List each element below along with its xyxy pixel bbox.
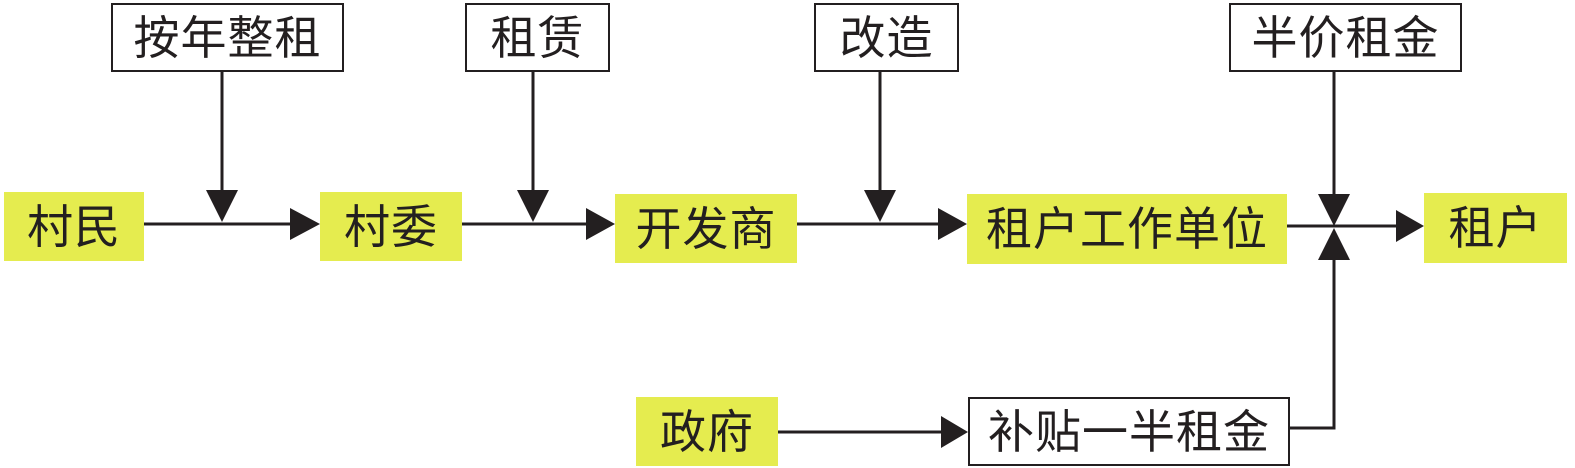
node-villagers: 村民 — [4, 192, 144, 261]
action-half-rent: 半价租金 — [1229, 3, 1462, 72]
arrowhead-renovate — [864, 190, 896, 222]
node-tenant: 租户 — [1424, 193, 1567, 263]
stem-subsidy — [1290, 258, 1336, 430]
action-renovate: 改造 — [814, 3, 959, 72]
node-developer: 开发商 — [615, 194, 797, 263]
arrowhead-employer — [938, 208, 967, 240]
node-tenant-employer: 租户工作单位 — [967, 194, 1287, 264]
arrowhead-lease — [517, 190, 549, 222]
node-village-committee: 村委 — [320, 192, 462, 261]
node-government: 政府 — [636, 397, 778, 466]
arrowhead-committee — [290, 208, 320, 240]
arrowhead-half-rent — [1318, 194, 1350, 226]
arrowhead-annual-lease — [206, 190, 238, 222]
arrowhead-subsidy-up — [1318, 228, 1350, 260]
action-subsidy: 补贴一半租金 — [968, 397, 1290, 466]
arrowhead-subsidy — [941, 416, 968, 448]
arrowhead-developer — [586, 208, 615, 240]
arrowhead-tenant — [1396, 210, 1424, 242]
action-annual-lease: 按年整租 — [111, 3, 344, 72]
action-lease: 租赁 — [465, 3, 610, 72]
